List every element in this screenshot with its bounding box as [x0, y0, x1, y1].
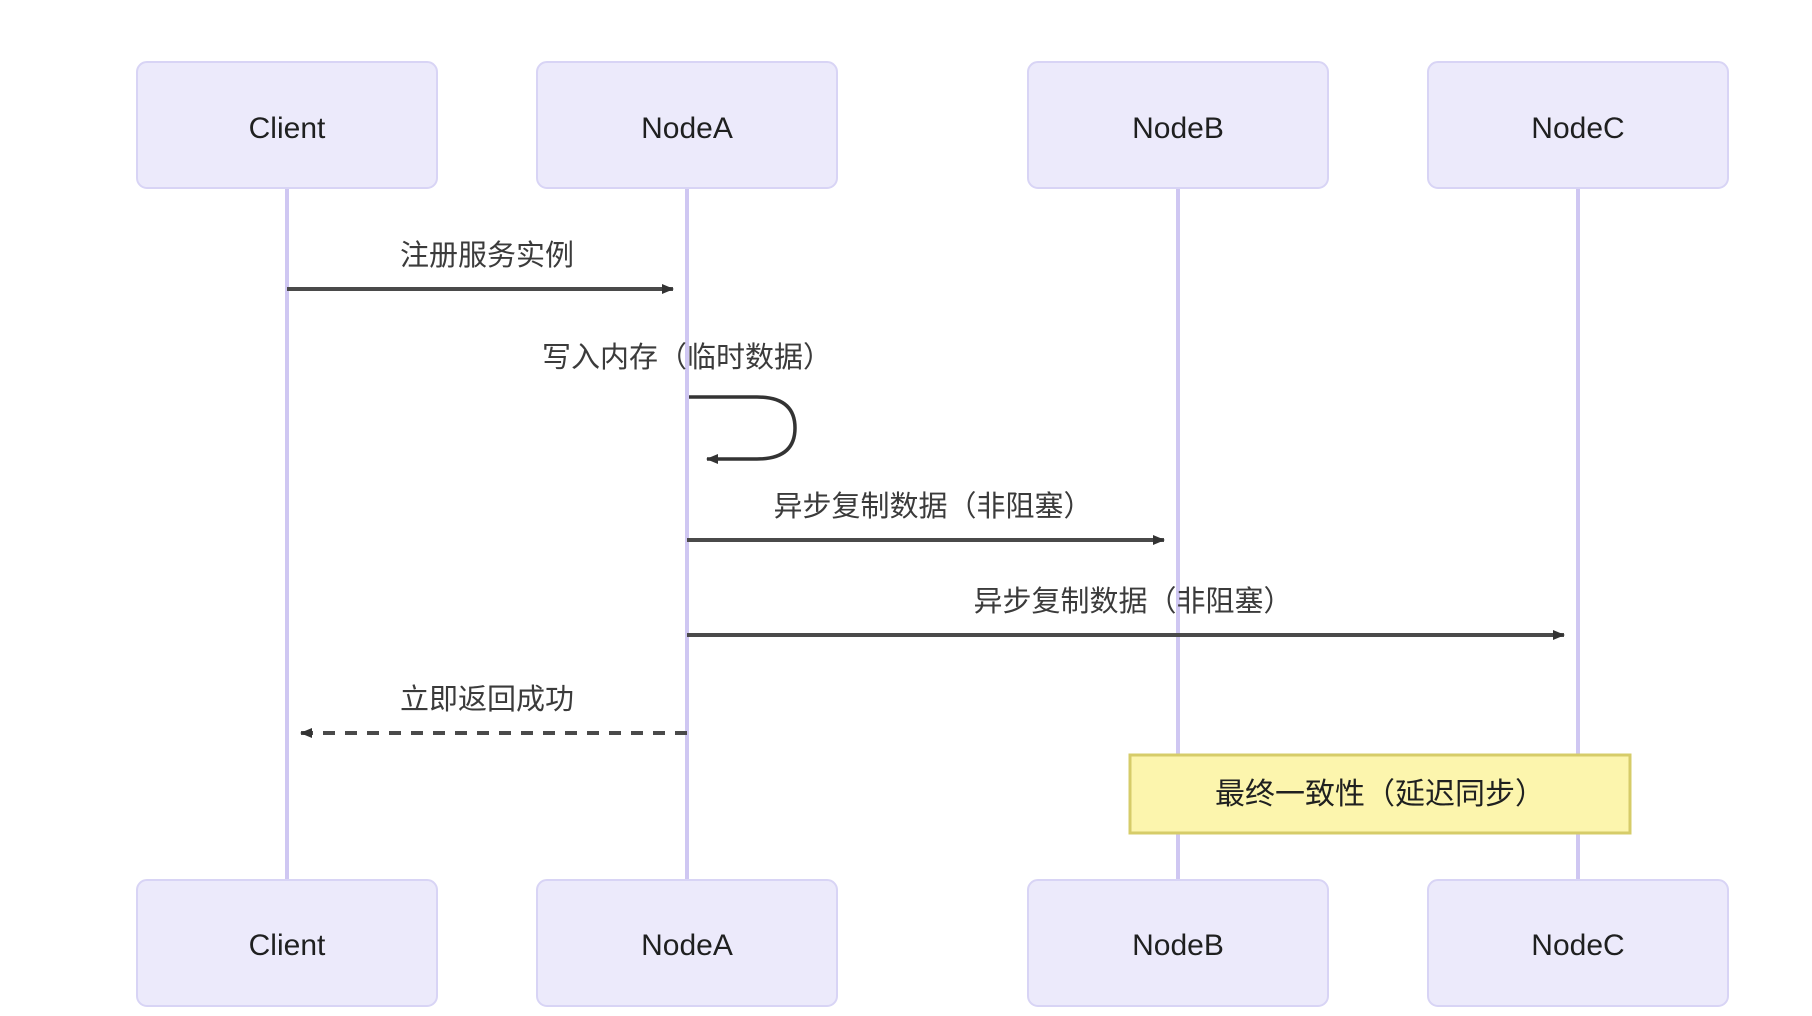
participant-top-nodea-label: NodeA	[641, 112, 733, 145]
participant-bottom-nodea-box[interactable]	[536, 879, 838, 1007]
message-register-service-instance[interactable]: 注册服务实例	[287, 239, 674, 294]
participant-bottom-client-box[interactable]	[136, 879, 438, 1007]
participant-bottom-nodec-label: NodeC	[1531, 929, 1624, 962]
participants-bottom-group: Client NodeA NodeB NodeC	[136, 879, 1729, 1007]
participant-top-nodeb-box[interactable]	[1027, 61, 1329, 189]
message-async-replicate-nodec-label: 异步复制数据（非阻塞）	[973, 585, 1292, 618]
message-return-success[interactable]: 立即返回成功	[300, 683, 687, 738]
participant-bottom-nodeb[interactable]: NodeB	[1027, 879, 1329, 1007]
participant-bottom-nodea[interactable]: NodeA	[536, 879, 838, 1007]
message-write-memory-label: 写入内存（临时数据）	[542, 341, 832, 374]
message-write-memory-loop-arrow[interactable]	[689, 395, 797, 464]
participant-bottom-nodec[interactable]: NodeC	[1427, 879, 1729, 1007]
participant-top-nodec-box[interactable]	[1427, 61, 1729, 189]
message-async-replicate-nodeb[interactable]: 异步复制数据（非阻塞）	[687, 490, 1165, 545]
participant-top-nodeb[interactable]: NodeB	[1027, 61, 1329, 189]
message-return-success-label: 立即返回成功	[400, 683, 574, 716]
participant-top-client-box[interactable]	[136, 61, 438, 189]
participant-top-nodea-box[interactable]	[536, 61, 838, 189]
participants-top-group: Client NodeA NodeB NodeC	[136, 61, 1729, 189]
participant-top-client[interactable]: Client	[136, 61, 438, 189]
message-async-replicate-nodeb-label: 异步复制数据（非阻塞）	[773, 490, 1092, 523]
message-register-service-instance-label: 注册服务实例	[400, 239, 574, 272]
note-eventual-consistency-label: 最终一致性（延迟同步）	[1215, 778, 1545, 811]
note-eventual-consistency-box[interactable]	[1128, 753, 1632, 835]
participant-bottom-nodec-box[interactable]	[1427, 879, 1729, 1007]
participant-bottom-nodea-label: NodeA	[641, 929, 733, 962]
message-async-replicate-nodec[interactable]: 异步复制数据（非阻塞）	[687, 585, 1565, 640]
participant-top-nodec-label: NodeC	[1531, 112, 1624, 145]
note-eventual-consistency[interactable]: 最终一致性（延迟同步）	[1128, 753, 1632, 835]
participant-top-nodea[interactable]: NodeA	[536, 61, 838, 189]
participant-top-client-label: Client	[249, 112, 326, 145]
participant-top-nodec[interactable]: NodeC	[1427, 61, 1729, 189]
participant-bottom-client-label: Client	[249, 929, 326, 962]
participant-bottom-nodeb-label: NodeB	[1132, 929, 1224, 962]
participant-bottom-nodeb-box[interactable]	[1027, 879, 1329, 1007]
participant-top-nodeb-label: NodeB	[1132, 112, 1224, 145]
participant-bottom-client[interactable]: Client	[136, 879, 438, 1007]
message-write-memory-self-loop[interactable]: 写入内存（临时数据）	[542, 341, 832, 464]
